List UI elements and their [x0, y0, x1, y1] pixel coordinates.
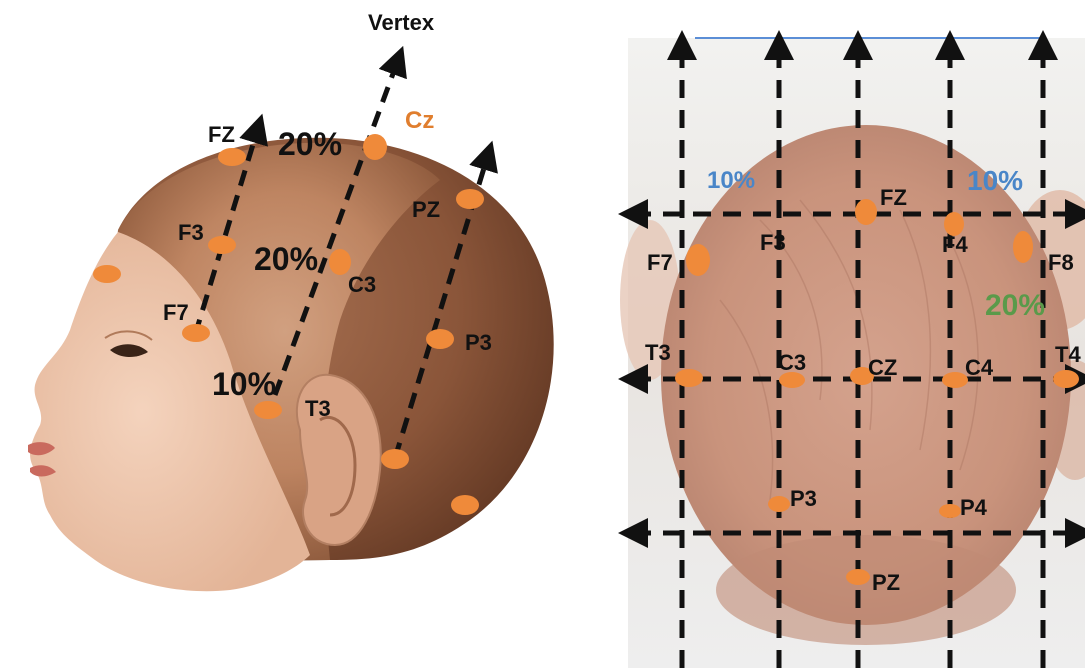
label-top-cz: CZ	[868, 355, 897, 380]
electrode-top-pz	[846, 569, 870, 585]
pct-right-label: 10%	[967, 165, 1023, 196]
electrode-top-p3	[768, 496, 790, 512]
label-top-c3: C3	[778, 350, 806, 375]
pct-green-label: 20%	[985, 289, 1045, 322]
electrode-top-f8	[1013, 231, 1033, 263]
label-top-p3: P3	[790, 486, 817, 511]
electrode-side-p3	[426, 329, 454, 349]
electrode-top-fz	[855, 199, 877, 225]
pct-left-label: 10%	[707, 167, 755, 194]
electrode-top-p4	[939, 504, 961, 518]
label-top-f8: F8	[1048, 250, 1074, 275]
pct-top-label: 20%	[278, 126, 342, 162]
side-view-panel: Vertex Cz 20% 20% 10% FZ F3 F7 C3 T3 PZ …	[28, 10, 554, 591]
electrode-top-t4	[1053, 370, 1079, 388]
label-top-pz: PZ	[872, 570, 900, 595]
label-side-fz: FZ	[208, 122, 235, 147]
electrode-side-f3	[208, 236, 236, 254]
label-side-t3: T3	[305, 396, 331, 421]
pct-low-label: 10%	[212, 366, 276, 402]
vertex-label: Vertex	[368, 10, 435, 35]
label-side-f3: F3	[178, 220, 204, 245]
label-side-pz: PZ	[412, 197, 440, 222]
electrode-side-fp	[93, 265, 121, 283]
electrode-top-f7	[686, 244, 710, 276]
label-top-p4: P4	[960, 495, 988, 520]
label-top-fz: FZ	[880, 185, 907, 210]
electrode-side-t5	[381, 449, 409, 469]
label-top-f3: F3	[760, 230, 786, 255]
top-view-panel: 10% 10% 20% FZ F3 F4 F7 F8 T3 C3 CZ C4 T…	[620, 38, 1085, 668]
electrode-side-f7	[182, 324, 210, 342]
label-top-f7: F7	[647, 250, 673, 275]
electrode-side-fz	[218, 148, 246, 166]
label-side-c3: C3	[348, 272, 376, 297]
electrode-side-o1	[451, 495, 479, 515]
label-top-t4: T4	[1055, 342, 1081, 367]
electrode-top-t3	[675, 369, 703, 387]
label-top-f4: F4	[942, 232, 968, 257]
pct-mid-label: 20%	[254, 241, 318, 277]
electrode-side-pz	[456, 189, 484, 209]
electrode-side-t3	[254, 401, 282, 419]
label-side-p3: P3	[465, 330, 492, 355]
label-top-t3: T3	[645, 340, 671, 365]
label-side-f7: F7	[163, 300, 189, 325]
label-top-c4: C4	[965, 355, 994, 380]
electrode-side-cz	[363, 134, 387, 160]
cz-label: Cz	[405, 107, 434, 134]
